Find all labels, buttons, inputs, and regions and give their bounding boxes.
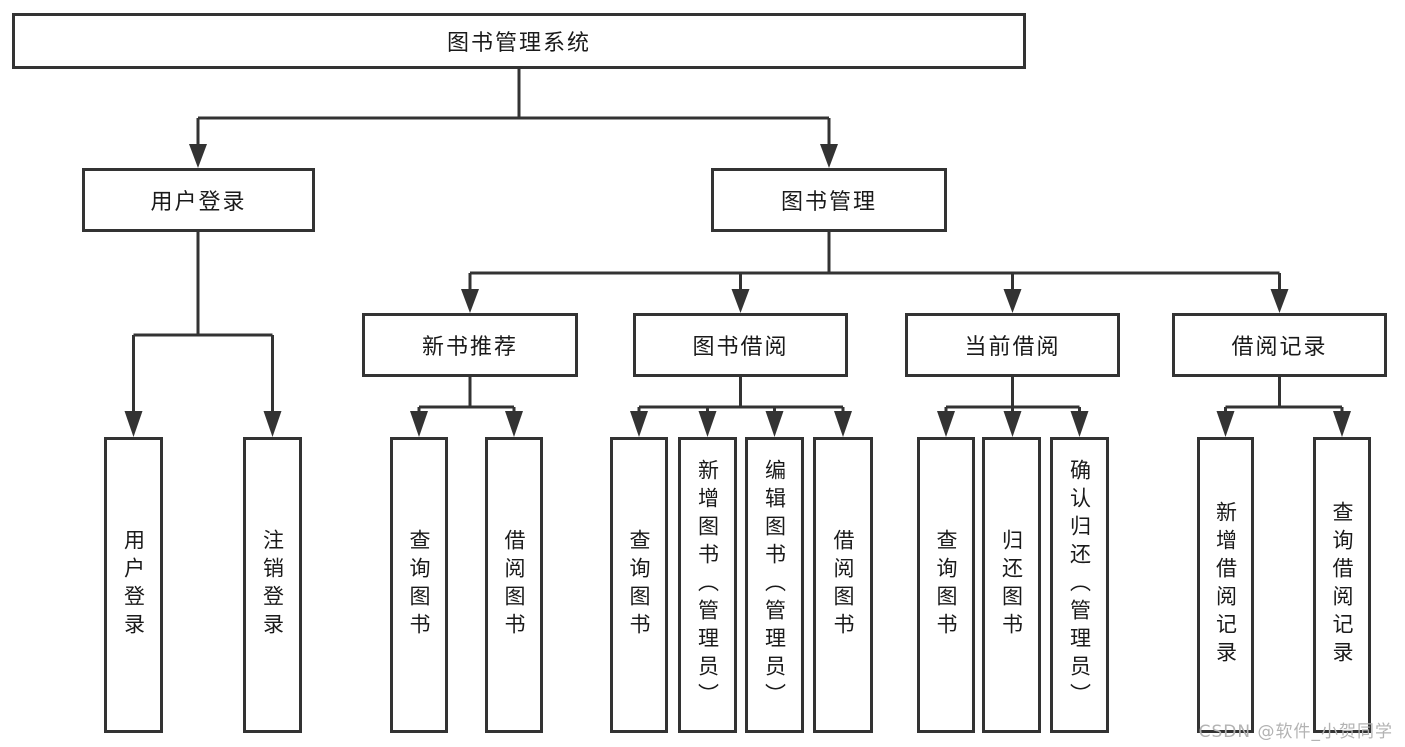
- arrowhead-icon: [1070, 411, 1089, 437]
- leaf-nbr-query-books: 查询图书: [390, 437, 448, 733]
- connector-book-borrowing-to-leaves: [637, 377, 845, 413]
- leaf-bb-edit-books-admin: 编辑图书（管理员）: [745, 437, 804, 733]
- arrowhead-icon: [461, 289, 479, 313]
- arrowhead-icon: [263, 411, 282, 437]
- arrowhead-icon: [1003, 411, 1022, 437]
- leaf-bb-add-books-admin: 新增图书（管理员）: [678, 437, 737, 733]
- node-library-system: 图书管理系统: [12, 13, 1026, 69]
- arrowhead-icon: [505, 411, 523, 437]
- connector-root-to-level1: [196, 69, 831, 146]
- leaf-br-add-borrow-record: 新增借阅记录: [1197, 437, 1254, 733]
- arrowhead-icon: [410, 411, 428, 437]
- leaf-logout-login: 注销登录: [243, 437, 302, 733]
- arrowhead-icon: [1333, 411, 1351, 437]
- arrowhead-icon: [937, 411, 955, 437]
- arrowhead-icon: [820, 144, 838, 168]
- leaf-bb-borrow-books: 借阅图书: [813, 437, 873, 733]
- node-current-borrowing: 当前借阅: [905, 313, 1120, 377]
- arrowhead-icon: [834, 411, 852, 437]
- arrowhead-icon: [630, 411, 648, 437]
- leaf-cb-return-books: 归还图书: [982, 437, 1041, 733]
- arrowhead-icon: [731, 289, 750, 313]
- leaf-user-login: 用户登录: [104, 437, 163, 733]
- leaf-cb-query-books: 查询图书: [917, 437, 975, 733]
- arrowhead-icon: [1003, 289, 1022, 313]
- arrowhead-icon: [189, 144, 207, 168]
- arrowhead-icon: [1216, 411, 1235, 437]
- arrowheads: [124, 144, 1351, 437]
- node-borrowing-records: 借阅记录: [1172, 313, 1387, 377]
- leaf-nbr-borrow-books: 借阅图书: [485, 437, 543, 733]
- connector-borrowing-records-to-leaves: [1224, 377, 1344, 413]
- node-book-borrowing: 图书借阅: [633, 313, 848, 377]
- arrowhead-icon: [1270, 289, 1289, 313]
- node-book-management: 图书管理: [711, 168, 947, 232]
- leaf-br-query-borrow-record: 查询借阅记录: [1313, 437, 1371, 733]
- node-user-login: 用户登录: [82, 168, 315, 232]
- arrowhead-icon: [124, 411, 143, 437]
- arrowhead-icon: [698, 411, 717, 437]
- connector-current-borrowing-to-leaves: [944, 377, 1081, 413]
- connector-book-mgmt-to-level2: [468, 232, 1281, 291]
- node-new-book-recommend: 新书推荐: [362, 313, 578, 377]
- arrowhead-icon: [765, 411, 784, 437]
- connector-new-book-recommend-to-leaves: [417, 377, 516, 413]
- watermark-text: CSDN @软件_小贺同学: [1198, 722, 1393, 742]
- leaf-cb-confirm-return-admin: 确认归还（管理员）: [1050, 437, 1109, 733]
- leaf-bb-query-books: 查询图书: [610, 437, 668, 733]
- connector-user-login-to-leaves: [132, 232, 274, 413]
